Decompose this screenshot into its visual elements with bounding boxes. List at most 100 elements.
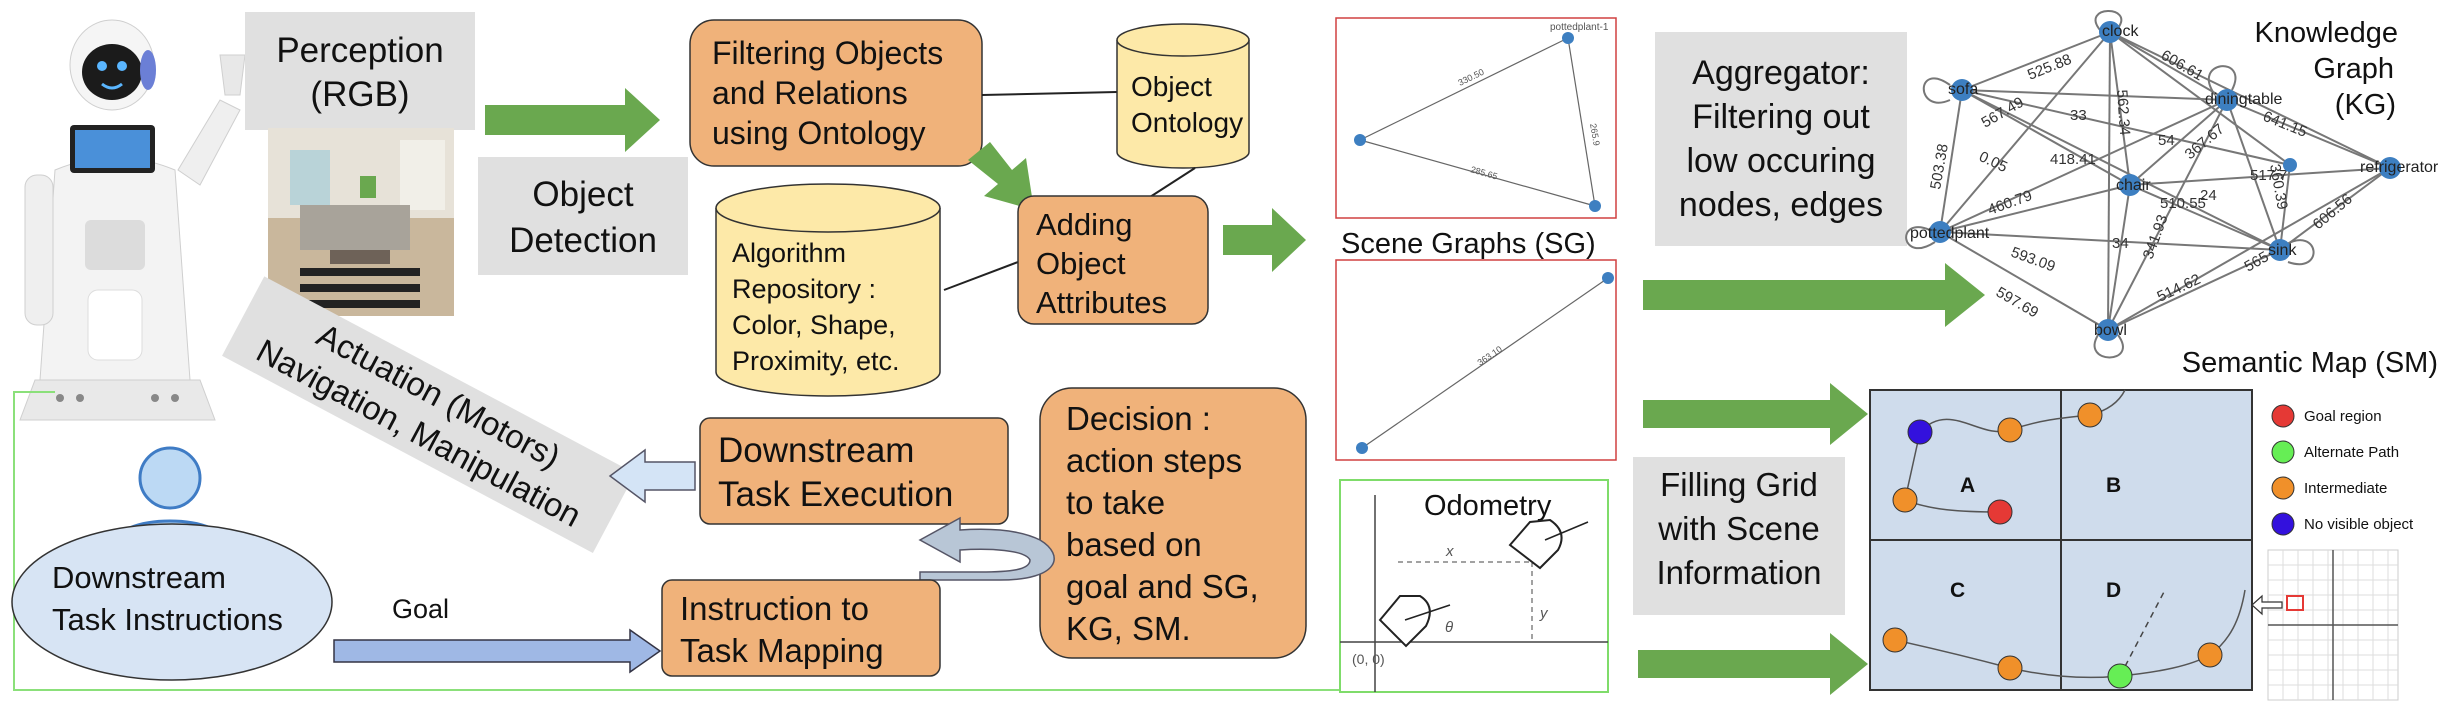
svg-text:Filtering Objects: Filtering Objects	[712, 35, 943, 71]
kg-label-line1: Knowledge	[2255, 17, 2399, 49]
svg-text:0.05: 0.05	[1976, 148, 2010, 176]
svg-text:based on: based on	[1066, 526, 1202, 563]
connector-repo-attributes	[943, 261, 1019, 291]
svg-text:Object: Object	[1036, 246, 1126, 281]
arrow-odometry-to-grid	[1638, 633, 1868, 695]
svg-text:Filtering out: Filtering out	[1692, 98, 1870, 136]
svg-text:using Ontology: using Ontology	[712, 115, 925, 151]
actuation-banner: Actuation (Motors) Navigation, Manipulat…	[222, 276, 636, 553]
odometry-panel: Odometry θ x y (0, 0)	[1339, 479, 1609, 693]
svg-text:sofa: sofa	[1948, 81, 1978, 98]
svg-text:Algorithm: Algorithm	[732, 238, 846, 268]
grid-map: A B C D	[1869, 389, 2253, 691]
svg-text:Ontology: Ontology	[1131, 107, 1243, 138]
filtering-box: Filtering Objects and Relations using On…	[689, 19, 983, 167]
svg-text:510.55: 510.55	[2160, 195, 2206, 212]
svg-text:to take: to take	[1066, 484, 1165, 521]
svg-text:Object: Object	[532, 175, 633, 214]
kg-label-line3: (KG)	[2335, 89, 2396, 121]
scene-graphs-label: Scene Graphs (SG)	[1341, 228, 1596, 260]
svg-text:Downstream: Downstream	[52, 560, 226, 595]
scene-graph-1: 330.50 265.9 285.65 pottedplant-1	[1335, 17, 1617, 219]
connector-ontology-attributes	[1149, 167, 1196, 198]
svg-text:597.69: 597.69	[1993, 284, 2041, 322]
arrow-coordinate-to-grid	[2251, 594, 2283, 616]
svg-text:No visible object: No visible object	[2304, 516, 2414, 533]
object-detection-box: Object Detection	[478, 157, 688, 275]
filling-grid-box: Filling Grid with Scene Information	[1633, 457, 1845, 615]
perception-box: Perception (RGB)	[245, 12, 475, 130]
svg-text:Task Execution: Task Execution	[718, 475, 953, 514]
svg-text:Information: Information	[1656, 554, 1821, 591]
svg-text:chair: chair	[2116, 177, 2151, 194]
room-photo	[268, 128, 454, 316]
svg-text:with Scene: with Scene	[1657, 510, 1819, 547]
aggregator-box: Aggregator: Filtering out low occuring n…	[1655, 32, 1907, 246]
svg-text:(0, 0): (0, 0)	[1352, 651, 1385, 667]
svg-text:Perception: Perception	[276, 31, 443, 70]
svg-text:34: 34	[2112, 235, 2129, 252]
algorithm-repository-db: Algorithm Repository : Color, Shape, Pro…	[715, 183, 941, 397]
grid-legend: Goal region Alternate Path Intermediate …	[2271, 404, 2414, 536]
svg-text:593.09: 593.09	[2009, 244, 2058, 276]
svg-text:641.15: 641.15	[2261, 108, 2310, 141]
decision-box: Decision : action steps to take based on…	[1039, 387, 1307, 659]
svg-text:goal and SG,: goal and SG,	[1066, 568, 1259, 605]
svg-text:low occuring: low occuring	[1687, 142, 1876, 180]
svg-text:refrigerator: refrigerator	[2360, 159, 2439, 176]
attributes-box: Adding Object Attributes	[1017, 195, 1209, 325]
instructions-ellipse: Downstream Task Instructions	[11, 523, 333, 681]
kg-label-line2: Graph	[2313, 53, 2394, 85]
svg-text:Task Mapping: Task Mapping	[680, 632, 884, 669]
arrow-sg-to-grid	[1643, 383, 1868, 445]
robot-image	[0, 19, 246, 430]
svg-text:C: C	[1950, 579, 1965, 602]
svg-text:B: B	[2106, 474, 2121, 497]
svg-text:54: 54	[2158, 132, 2175, 149]
svg-text:265.9: 265.9	[1588, 123, 1602, 147]
svg-text:Attributes: Attributes	[1036, 285, 1167, 320]
svg-text:y: y	[1539, 605, 1549, 622]
arrow-sg-to-kg	[1643, 263, 1985, 327]
svg-text:D: D	[2106, 579, 2121, 602]
svg-text:sink: sink	[2268, 242, 2297, 259]
svg-text:Odometry: Odometry	[1424, 490, 1552, 522]
svg-text:Object: Object	[1131, 71, 1212, 102]
svg-text:pottedplant-1: pottedplant-1	[1550, 22, 1609, 33]
svg-text:Repository :: Repository :	[732, 274, 876, 304]
svg-text:562.34: 562.34	[2113, 89, 2133, 136]
svg-text:Proximity, etc.: Proximity, etc.	[732, 346, 900, 376]
svg-text:θ: θ	[1445, 619, 1453, 636]
svg-text:606.61: 606.61	[2158, 47, 2206, 85]
svg-text:KG, SM.: KG, SM.	[1066, 610, 1191, 647]
svg-text:Instruction to: Instruction to	[680, 590, 869, 627]
svg-text:Downstream: Downstream	[718, 431, 914, 470]
arrow-perception-to-filtering	[485, 88, 660, 152]
arrow-attributes-to-sg	[1223, 208, 1306, 272]
svg-text:nodes, edges: nodes, edges	[1679, 186, 1883, 224]
svg-text:bowl: bowl	[2094, 322, 2127, 339]
svg-text:x: x	[1445, 543, 1454, 560]
svg-text:Color, Shape,: Color, Shape,	[732, 310, 896, 340]
goal-label: Goal	[392, 594, 449, 624]
svg-text:Filling Grid: Filling Grid	[1660, 466, 1818, 503]
arrow-instructions-to-mapping	[333, 628, 662, 674]
svg-text:341.93: 341.93	[2140, 212, 2172, 261]
svg-text:Intermediate: Intermediate	[2304, 480, 2387, 497]
arrow-filtering-to-attributes	[968, 142, 1034, 210]
svg-text:diningtable: diningtable	[2205, 91, 2283, 108]
svg-text:Goal region: Goal region	[2304, 408, 2382, 425]
svg-text:Alternate Path: Alternate Path	[2304, 444, 2399, 461]
svg-text:33: 33	[2070, 107, 2087, 124]
scene-graph-2: 363.10	[1335, 259, 1617, 461]
svg-text:action steps: action steps	[1066, 442, 1242, 479]
svg-text:and Relations: and Relations	[712, 75, 908, 111]
connector-filtering-ontology	[981, 91, 1118, 96]
svg-text:Task Instructions: Task Instructions	[52, 602, 283, 637]
svg-text:Aggregator:: Aggregator:	[1692, 54, 1870, 92]
arrow-exec-to-actuation	[608, 448, 696, 504]
svg-text:514.62: 514.62	[2155, 271, 2204, 306]
svg-text:Decision :: Decision :	[1066, 400, 1211, 437]
svg-text:Detection: Detection	[509, 221, 657, 260]
svg-text:418.41: 418.41	[2050, 151, 2096, 168]
